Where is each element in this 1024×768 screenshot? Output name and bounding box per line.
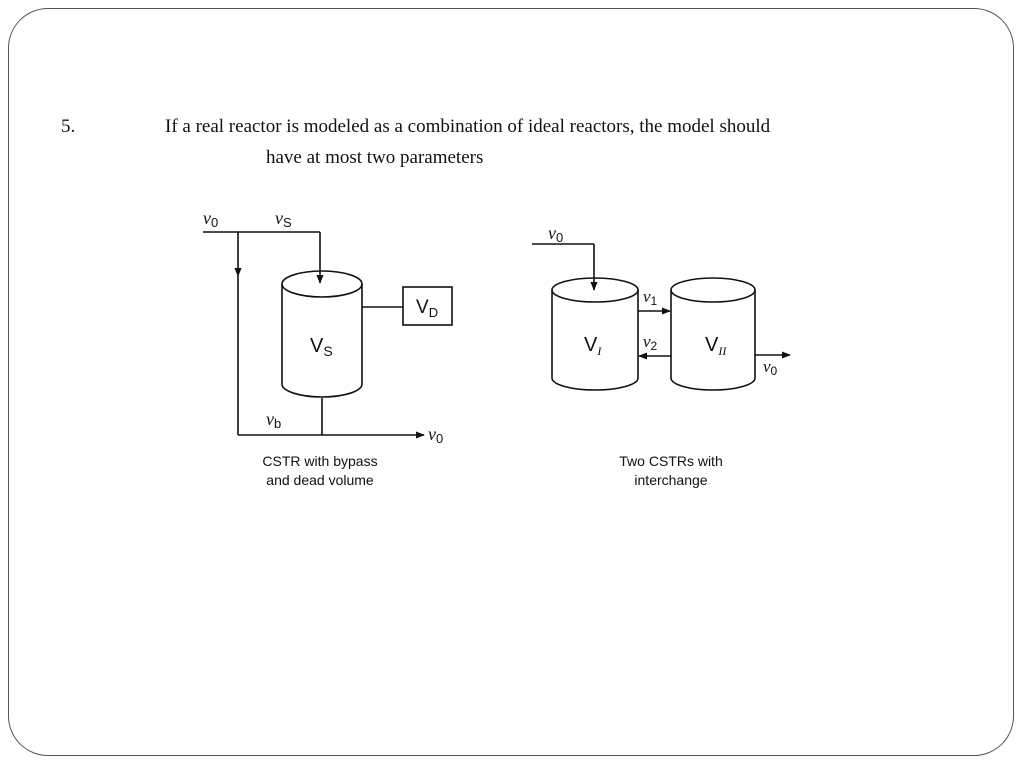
flow-1-label: v1	[643, 287, 658, 308]
dead-volume-label: VD	[416, 297, 438, 320]
item-text-line-1: If a real reactor is modeled as a combin…	[165, 116, 771, 137]
vessel-vs-label: VS	[310, 335, 333, 359]
right-inlet-label: v0	[548, 223, 563, 245]
slide-frame	[8, 8, 1014, 756]
tank-1	[551, 277, 639, 391]
left-side-flow-label: vS	[275, 208, 292, 230]
item-text-line-2: have at most two parameters	[266, 147, 484, 168]
cstr-bypass-diagram	[203, 231, 453, 439]
right-outlet-label: v0	[763, 357, 778, 378]
left-inlet-label: v0	[203, 208, 218, 230]
item-number: 5.	[61, 116, 76, 137]
flow-2-label: v2	[643, 332, 658, 353]
two-cstr-diagram	[532, 243, 791, 391]
vessel-vs	[281, 270, 363, 398]
left-caption-line-1: CSTR with bypass	[262, 453, 377, 469]
tank-2-label: VII	[705, 334, 727, 358]
bypass-flow-label: vb	[266, 409, 281, 431]
right-caption-line-2: interchange	[634, 472, 707, 488]
left-caption-line-2: and dead volume	[266, 472, 374, 488]
tank-2	[670, 277, 756, 391]
left-outlet-label: v0	[428, 424, 443, 446]
dead-volume-box	[402, 286, 453, 326]
right-caption-line-1: Two CSTRs with	[619, 453, 722, 469]
tank-1-label: VI	[584, 334, 602, 358]
